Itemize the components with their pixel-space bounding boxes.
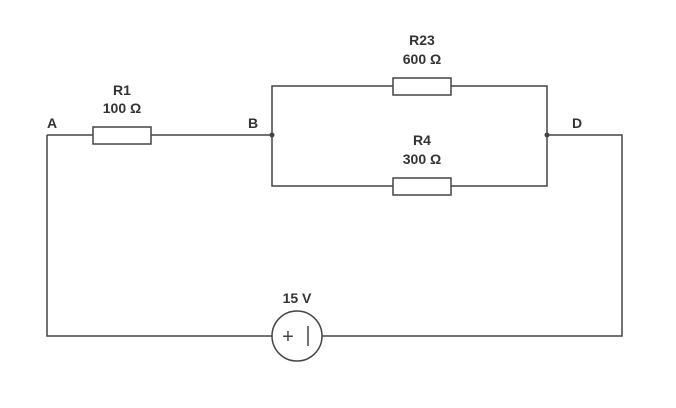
r1-name-label: R1: [113, 82, 131, 98]
source-plus-sign: +: [282, 326, 294, 348]
node-label-a: A: [46, 115, 58, 131]
resistor-r1: [92, 126, 152, 145]
wire-right-vertical: [322, 134, 623, 337]
resistor-r4: [392, 177, 452, 196]
r4-value-label: 300 Ω: [402, 151, 442, 167]
node-label-d: D: [571, 115, 583, 131]
resistor-r23: [392, 77, 452, 96]
wire-top-branch-to-d: [451, 85, 548, 135]
wire-b-bottom-branch: [271, 135, 393, 187]
wire-left-vertical: [46, 135, 272, 337]
wire-bottom-branch-to-d: [451, 135, 548, 187]
r1-value-label: 100 Ω: [102, 100, 142, 116]
junction-b: [269, 132, 275, 138]
voltage-source: [271, 310, 323, 362]
node-label-b: B: [247, 115, 259, 131]
r4-name-label: R4: [413, 132, 431, 148]
junction-d: [544, 132, 550, 138]
r23-value-label: 600 Ω: [402, 51, 442, 67]
source-value-label: 15 V: [282, 290, 312, 306]
r23-name-label: R23: [409, 32, 435, 48]
wire-b-top-branch: [271, 85, 393, 135]
